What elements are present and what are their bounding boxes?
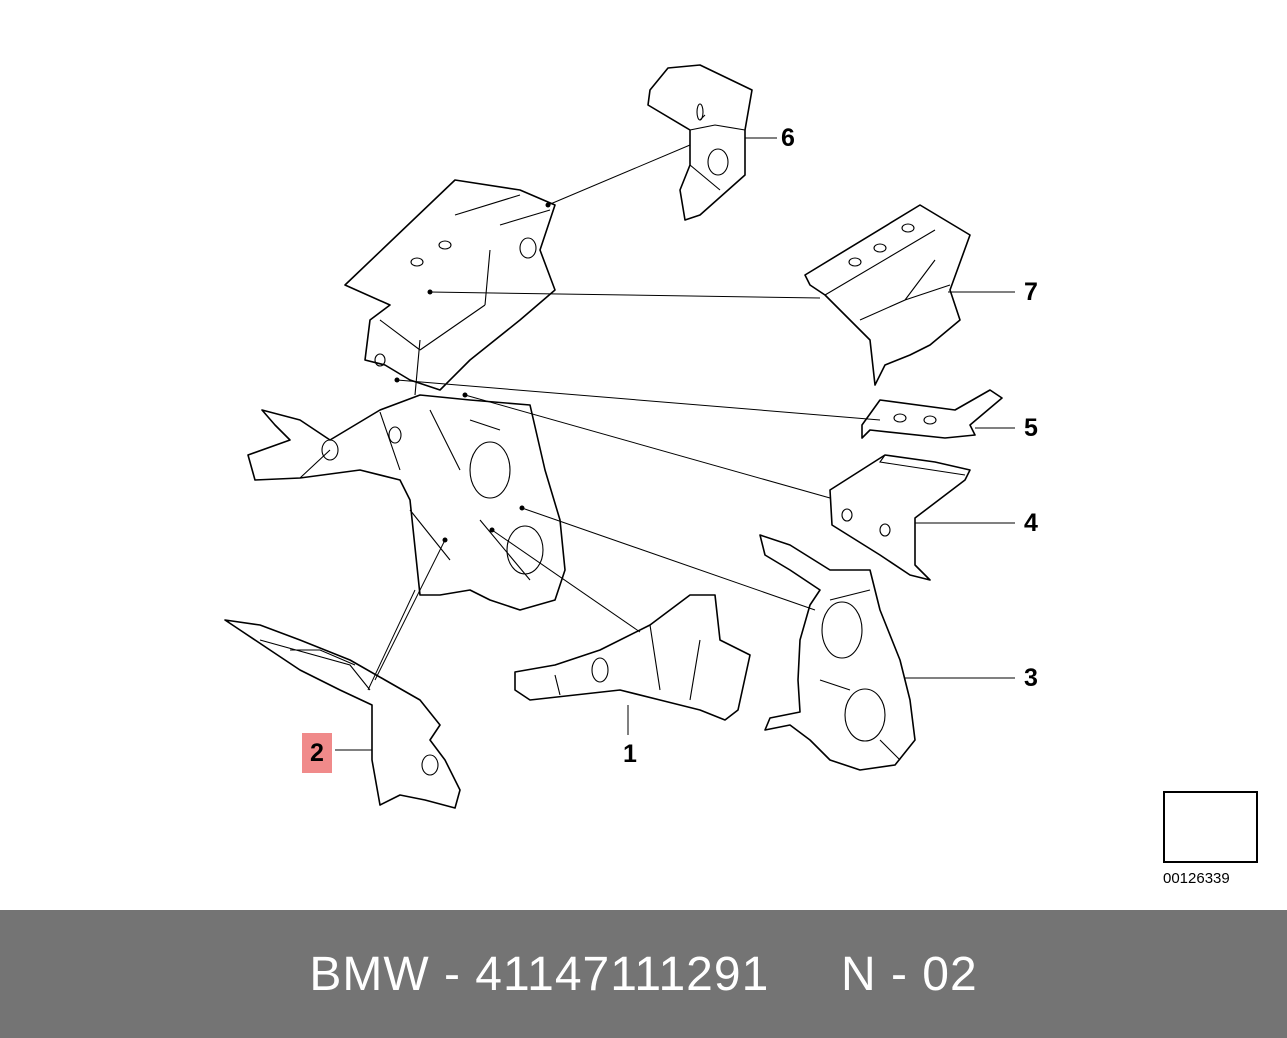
callout-1[interactable]: 1 (623, 740, 637, 768)
main-assembly-drawing (247, 179, 566, 611)
footer-banner: BMW - 41147111291 N - 02 (0, 910, 1287, 1038)
callout-5[interactable]: 5 (1024, 414, 1038, 442)
part-4-drawing (829, 454, 971, 581)
reference-icon-box (1163, 791, 1258, 863)
callout-3[interactable]: 3 (1024, 664, 1038, 692)
callout-7[interactable]: 7 (1024, 278, 1038, 306)
part-1-drawing (514, 594, 751, 721)
leader-lines (335, 137, 1015, 751)
diagram-reference-number: 00126339 (1163, 870, 1230, 887)
exploded-parts-diagram (224, 64, 1251, 856)
callout-6[interactable]: 6 (781, 124, 795, 152)
part-5-drawing (861, 389, 1003, 439)
part-number-caption: BMW - 41147111291 N - 02 (309, 947, 978, 1001)
part-6-drawing (647, 64, 753, 221)
callout-2-highlighted[interactable]: 2 (302, 733, 332, 773)
part-7-drawing (804, 204, 971, 386)
part-2-drawing (224, 619, 461, 809)
callout-4[interactable]: 4 (1024, 509, 1038, 537)
part-3-drawing (759, 534, 916, 771)
